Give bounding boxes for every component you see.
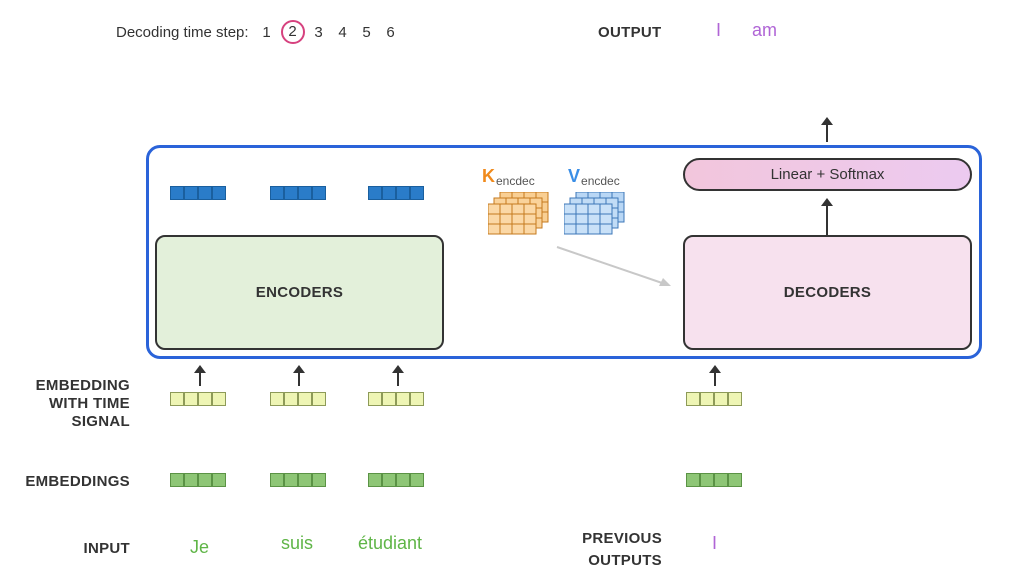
output-word-2: am xyxy=(752,20,778,40)
output-label: OUTPUT xyxy=(598,24,662,41)
encoders-block: ENCODERS xyxy=(155,235,444,350)
previous-outputs-label: PREVIOUS OUTPUTS xyxy=(582,530,662,569)
input-word-1: Je xyxy=(190,537,210,557)
input-word-2: suis xyxy=(281,533,314,553)
input-arrow-3-icon xyxy=(392,365,404,386)
embedding-vector-1 xyxy=(170,473,226,487)
decoder-time-signal-vector xyxy=(686,392,742,406)
time-signal-vector-2 xyxy=(270,392,326,406)
step-2-active: 2 xyxy=(280,20,305,44)
previous-output-word-1: I xyxy=(712,533,718,553)
embedding-vector-2 xyxy=(270,473,326,487)
time-signal-vector-3 xyxy=(368,392,424,406)
decoding-step-title: Decoding time step: xyxy=(116,23,249,41)
step-5: 5 xyxy=(362,23,371,41)
input-arrow-1-icon xyxy=(194,365,206,386)
step-6: 6 xyxy=(386,23,395,41)
input-arrow-2-icon xyxy=(293,365,305,386)
time-signal-vector-1 xyxy=(170,392,226,406)
embedding-vector-3 xyxy=(368,473,424,487)
decoder-embedding-vector xyxy=(686,473,742,487)
transformer-container xyxy=(146,145,982,359)
embeddings-label: EMBEDDINGS xyxy=(25,473,130,490)
decoder-to-softmax-arrow-icon xyxy=(821,198,833,236)
value-matrix-stack xyxy=(564,192,625,235)
step-4: 4 xyxy=(338,23,347,41)
k-encdec-label: Kencdec xyxy=(482,166,535,188)
input-word-3: étudiant xyxy=(358,533,423,553)
key-matrix-stack xyxy=(488,192,549,235)
encoder-output-vector-1 xyxy=(170,186,226,200)
input-label: INPUT xyxy=(83,540,130,557)
decoding-step-indicator: Decoding time step: 1 2 3 4 5 6 xyxy=(116,20,403,44)
kv-to-decoder-arrow-icon xyxy=(556,246,671,286)
step-1: 1 xyxy=(262,23,271,41)
linear-softmax-block: Linear + Softmax xyxy=(683,158,972,191)
step-3: 3 xyxy=(314,23,323,41)
decoders-block: DECODERS xyxy=(683,235,972,350)
output-arrow-icon xyxy=(821,117,833,142)
v-encdec-label: Vencdec xyxy=(568,166,620,188)
output-word-1: I xyxy=(716,20,722,40)
encoder-output-vector-2 xyxy=(270,186,326,200)
encoder-output-vector-3 xyxy=(368,186,424,200)
decoder-input-arrow-icon xyxy=(709,365,721,386)
embedding-time-signal-label: EMBEDDING WITH TIME SIGNAL xyxy=(35,377,130,430)
